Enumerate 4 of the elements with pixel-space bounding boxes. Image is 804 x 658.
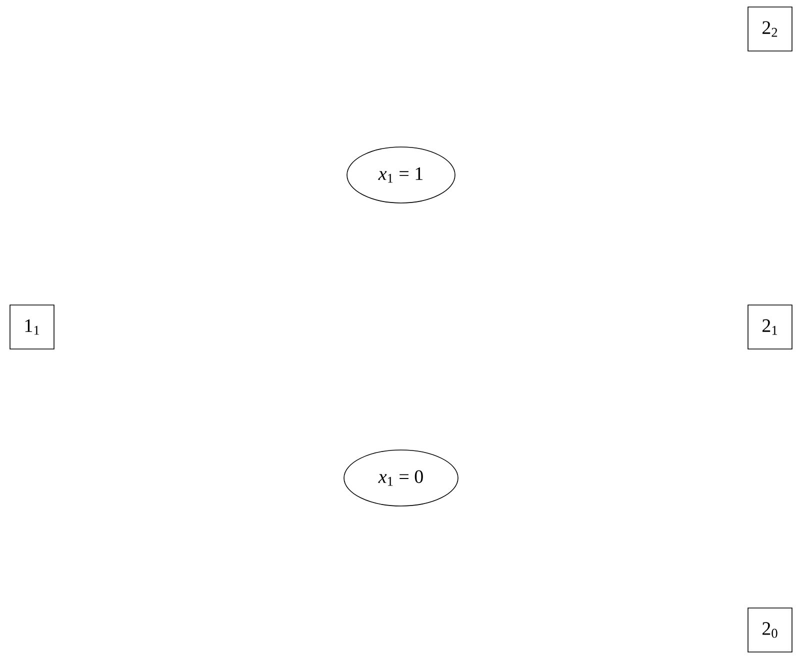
process-box: 2$_{2}$ xyxy=(748,6,792,52)
process-box: 2$_{0}$ xyxy=(748,608,792,652)
process-box: 1$_{1}$ xyxy=(10,304,54,350)
process-box: 2$_{1}$ xyxy=(748,304,792,350)
